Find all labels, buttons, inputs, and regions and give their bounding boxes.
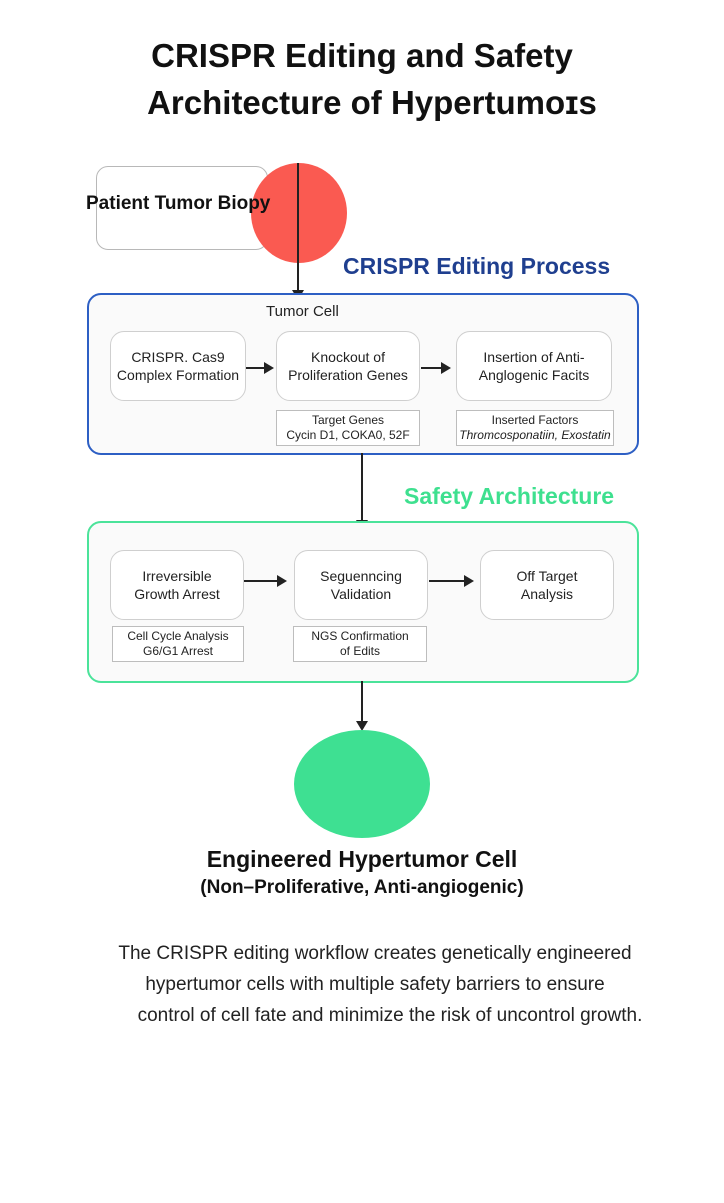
arrow-right-icon <box>277 575 287 587</box>
step-off-target-line1: Off Target <box>516 568 578 584</box>
arrow-right-icon <box>441 362 451 374</box>
note-ngs-line2: of Edits <box>339 644 381 658</box>
note-cell-cycle-line1: Cell Cycle Analysis <box>127 629 229 643</box>
arrow-right-icon <box>264 362 274 374</box>
step-knockout-line1: Knockout of <box>311 349 385 365</box>
step-insertion-factors: Insertion of Anti- Anglogenic Facits <box>456 331 612 401</box>
connector-source-to-process <box>297 163 299 291</box>
crispr-process-heading: CRISPR Editing Process <box>343 253 611 279</box>
note-target-genes: Target Genes Cycin D1, COKA0, 52F <box>276 410 420 446</box>
connector-cas9-to-knockout <box>246 367 266 369</box>
tumor-circle-icon <box>251 163 347 263</box>
note-target-genes-line1: Target Genes <box>311 413 385 427</box>
note-cell-cycle-line2: G6/G1 Arrest <box>142 644 214 658</box>
step-cas9-line1: CRISPR. Cas9 <box>131 349 225 365</box>
step-knockout-line2: Proliferation Genes <box>288 367 408 383</box>
diagram-title-line2: Architecture of Hypertumoɪs <box>147 84 597 121</box>
arrow-down-icon <box>356 721 368 731</box>
diagram-title-line1: CRISPR Editing and Safety <box>151 37 573 74</box>
step-off-target-line2: Analysis <box>520 586 574 602</box>
source-box <box>96 166 268 250</box>
engineered-cell-circle-icon <box>294 730 430 838</box>
connector-safety-to-result <box>361 681 363 723</box>
safety-architecture-heading: Safety Architecture <box>404 483 615 509</box>
connector-process-to-safety <box>361 453 363 523</box>
step-growth-arrest-line2: Growth Arrest <box>134 586 220 602</box>
step-growth-arrest-line1: Irreversible <box>142 568 212 584</box>
connector-arrest-to-validation <box>244 580 278 582</box>
step-insertion-line2: Anglogenic Facits <box>478 367 590 383</box>
caption-line1: The CRISPR editing workflow creates gene… <box>118 943 632 964</box>
step-knockout-genes: Knockout of Proliferation Genes <box>276 331 420 401</box>
note-inserted-factors: Inserted Factors Thromcosponatiin, Exost… <box>456 410 614 446</box>
tumor-cell-label: Tumor Cell <box>266 303 339 320</box>
diagram-caption: The CRISPR editing workflow creates gene… <box>60 938 690 1031</box>
step-cas9-line2: Complex Formation <box>116 367 240 383</box>
step-sequencing-line2: Validation <box>330 586 392 602</box>
connector-knockout-to-insertion <box>421 367 443 369</box>
note-ngs-line1: NGS Confirmation <box>311 629 409 643</box>
result-title: Engineered Hypertumor Cell <box>206 846 518 872</box>
note-inserted-factors-line2: Thromcosponatiin, Exostatin <box>459 428 611 442</box>
caption-line2: hypertumor cells with multiple safety ba… <box>145 974 605 995</box>
result-subtitle: (Non–Proliferative, Anti-angiogenic) <box>200 877 524 898</box>
step-insertion-line1: Insertion of Anti- <box>483 349 585 365</box>
arrow-right-icon <box>464 575 474 587</box>
step-sequencing-line1: Seguenncing <box>320 568 402 584</box>
note-target-genes-line2: Cycin D1, COKA0, 52F <box>286 428 410 442</box>
note-cell-cycle-analysis: Cell Cycle Analysis G6/G1 Arrest <box>112 626 244 662</box>
source-label: Patient Tumor Biopy <box>86 193 271 214</box>
caption-line3: control of cell fate and minimize the ri… <box>137 1005 643 1026</box>
note-inserted-factors-line1: Inserted Factors <box>491 413 579 427</box>
connector-validation-to-offtarget <box>429 580 465 582</box>
note-ngs-confirmation: NGS Confirmation of Edits <box>293 626 427 662</box>
